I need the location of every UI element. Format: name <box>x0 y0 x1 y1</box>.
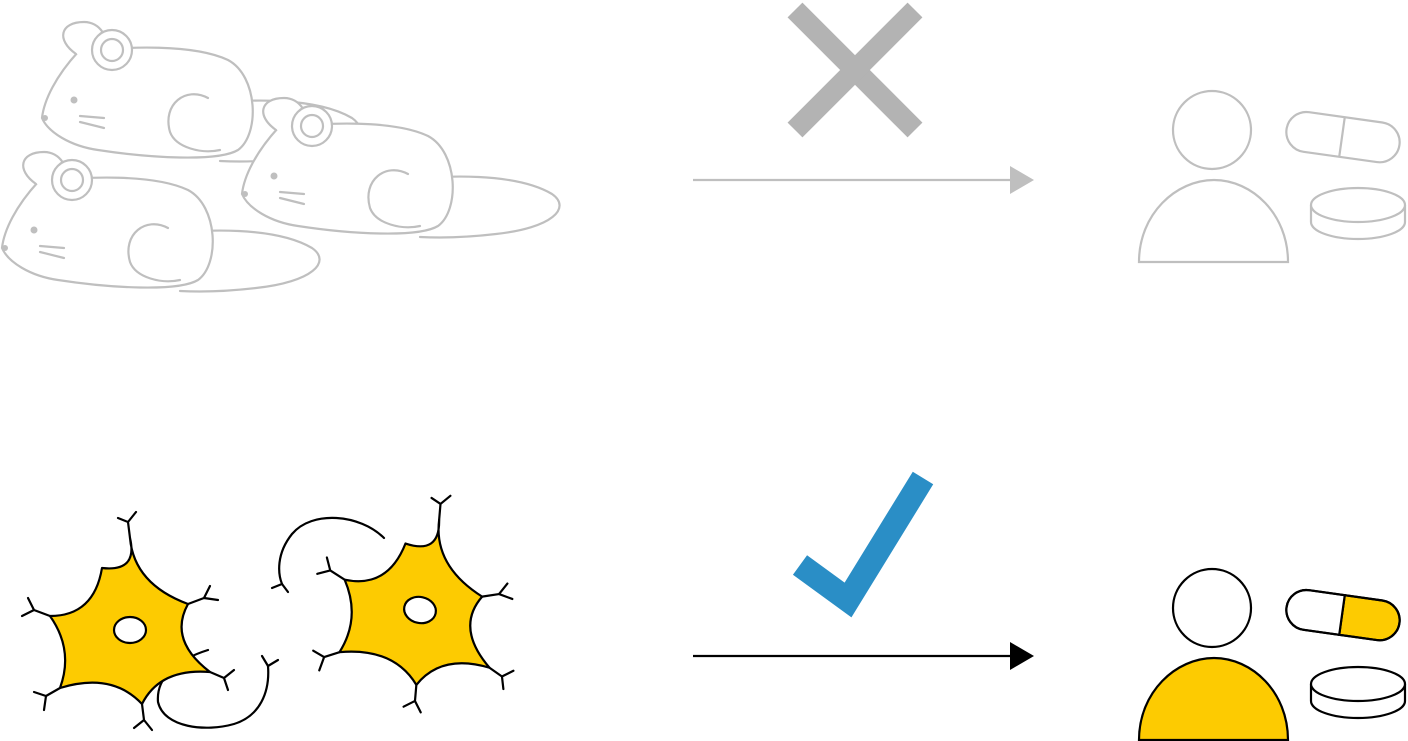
capsule-icon <box>1285 588 1401 642</box>
arrow-icon <box>693 166 1034 194</box>
tablet-icon <box>1309 186 1407 241</box>
neuron-icon <box>20 510 236 732</box>
person-icon <box>1137 567 1290 741</box>
neuron-icon <box>292 471 548 731</box>
cross-icon <box>787 2 923 138</box>
neuron-group <box>20 471 548 732</box>
row-neuron-to-human <box>20 471 1407 741</box>
mouse-group <box>0 20 561 293</box>
capsule-icon <box>1285 110 1401 164</box>
person-icon <box>1137 89 1290 264</box>
arrow-icon <box>693 642 1034 670</box>
tablet-icon <box>1309 665 1407 720</box>
row-mouse-to-human: .dot { fill: #bfbfbf; } <box>0 2 1407 293</box>
checkmark-icon <box>792 471 934 618</box>
mouse-icon <box>240 96 561 239</box>
